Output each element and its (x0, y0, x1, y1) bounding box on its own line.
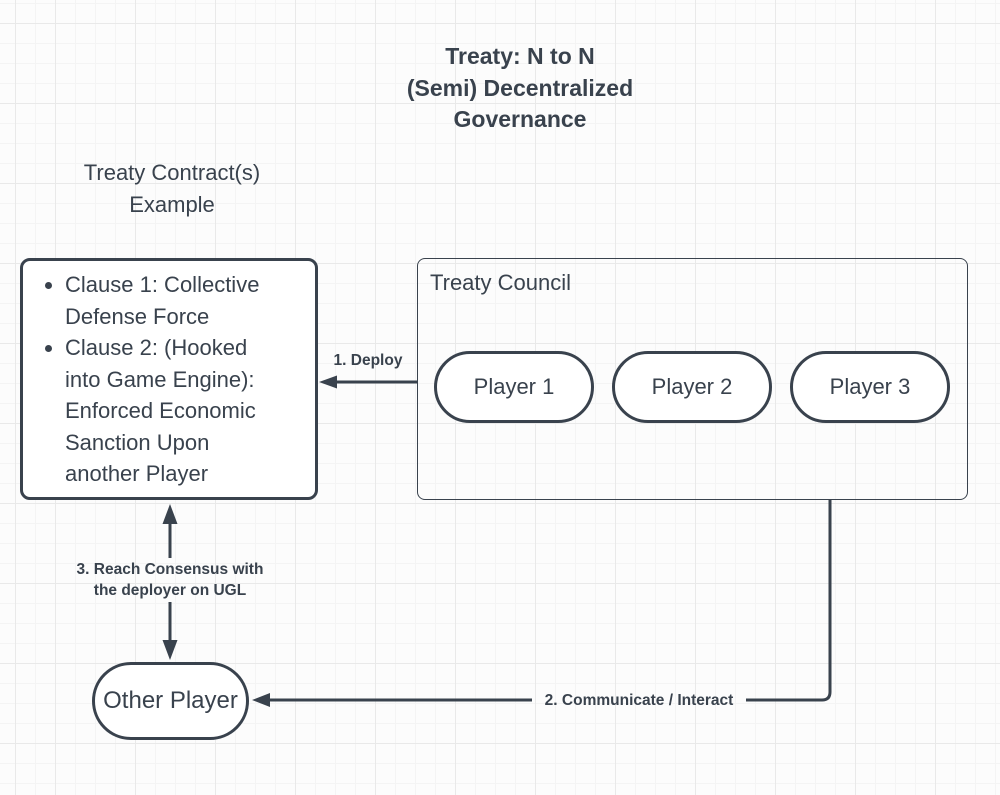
communicate-arrowhead (252, 693, 270, 707)
clause-item-1: Clause 1: Collective Defense Force (65, 269, 282, 332)
other-player-node: Other Player (92, 662, 249, 740)
clause-item-2: Clause 2: (Hooked into Game Engine): Enf… (65, 332, 282, 490)
treaty-contract-box: Clause 1: Collective Defense Force Claus… (20, 258, 318, 500)
communicate-arrow (252, 500, 832, 707)
communicate-arrow-label: 2. Communicate / Interact (544, 692, 734, 709)
other-player-label: Other Player (103, 687, 238, 714)
communicate-arrow-path (746, 500, 832, 702)
deploy-arrowhead (319, 375, 337, 389)
diagram-title: Treaty: N to N (Semi) Decentralized Gove… (406, 43, 634, 132)
player-node-3: Player 3 (790, 351, 950, 423)
contract-example-label: Treaty Contract(s) Example (83, 160, 261, 217)
player-1-label: Player 1 (473, 374, 555, 399)
consensus-arrowhead-up (162, 504, 178, 524)
treaty-council-label: Treaty Council (430, 270, 572, 295)
player-3-label: Player 3 (829, 374, 911, 399)
clause-list: Clause 1: Collective Defense Force Claus… (23, 269, 315, 490)
treaty-council-box: Treaty Council Player 1 Player 2 Player … (417, 258, 968, 500)
consensus-arrow-label: 3. Reach Consensus with the deployer on … (76, 561, 264, 599)
deploy-arrow (319, 375, 417, 389)
player-2-label: Player 2 (651, 374, 733, 399)
consensus-arrowhead-down (162, 640, 178, 660)
player-node-2: Player 2 (612, 351, 772, 423)
deploy-arrow-label: 1. Deploy (333, 352, 403, 369)
player-node-1: Player 1 (434, 351, 594, 423)
